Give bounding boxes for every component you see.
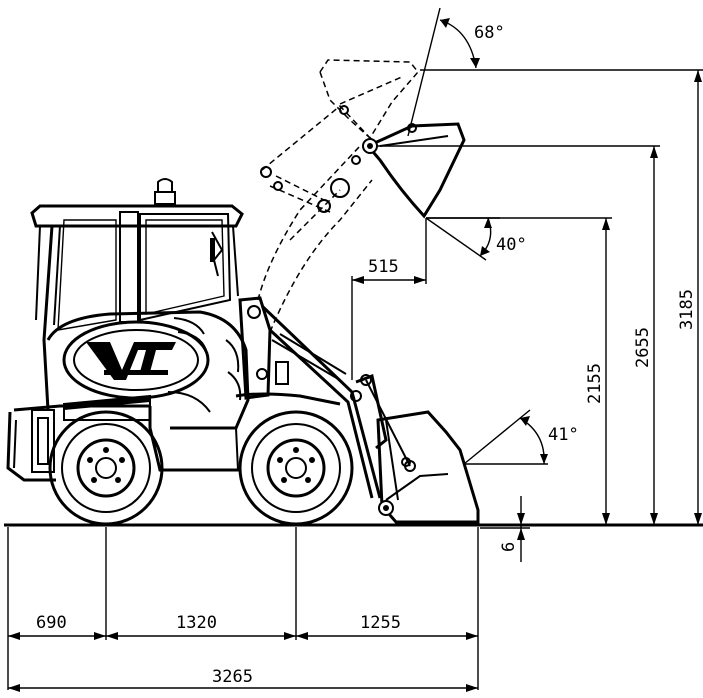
vertical-dimensions xyxy=(378,69,703,562)
dim-dump-height: 2655 xyxy=(633,327,653,368)
cab xyxy=(30,204,244,411)
dim-wheelbase: 1320 xyxy=(176,613,217,633)
front-wheel xyxy=(238,410,354,526)
dim-front-overhang: 1255 xyxy=(360,613,401,633)
lift-arm xyxy=(238,296,416,499)
dim-hinge-height: 2155 xyxy=(585,363,605,404)
dim-overall-length: 3265 xyxy=(212,667,253,687)
horizontal-dimensions xyxy=(7,218,479,692)
angle-rollback-ground: 41° xyxy=(548,425,579,445)
raised-arm-dashed xyxy=(257,104,373,333)
rear-wheel xyxy=(48,410,164,526)
dim-reach: 515 xyxy=(368,257,399,277)
angle-markers xyxy=(407,7,548,465)
bucket-raised-dump xyxy=(351,122,466,219)
horizontal-dimension-labels: 690 1320 1255 3265 515 xyxy=(36,257,401,687)
angle-rollback-raised: 68° xyxy=(474,23,505,43)
loader-machine xyxy=(6,59,480,526)
vertical-dimension-labels: 2155 2655 3185 6 xyxy=(499,289,697,552)
bucket-ground xyxy=(376,410,480,524)
angle-labels: 41° 40° 68° xyxy=(474,23,579,445)
angle-dump: 40° xyxy=(496,235,527,255)
dim-dig-depth: 6 xyxy=(499,542,519,552)
beacon-light xyxy=(154,178,176,205)
bucket-raised-rollback xyxy=(319,59,419,140)
dim-max-height: 3185 xyxy=(677,289,697,330)
dim-rear-overhang: 690 xyxy=(36,613,67,633)
